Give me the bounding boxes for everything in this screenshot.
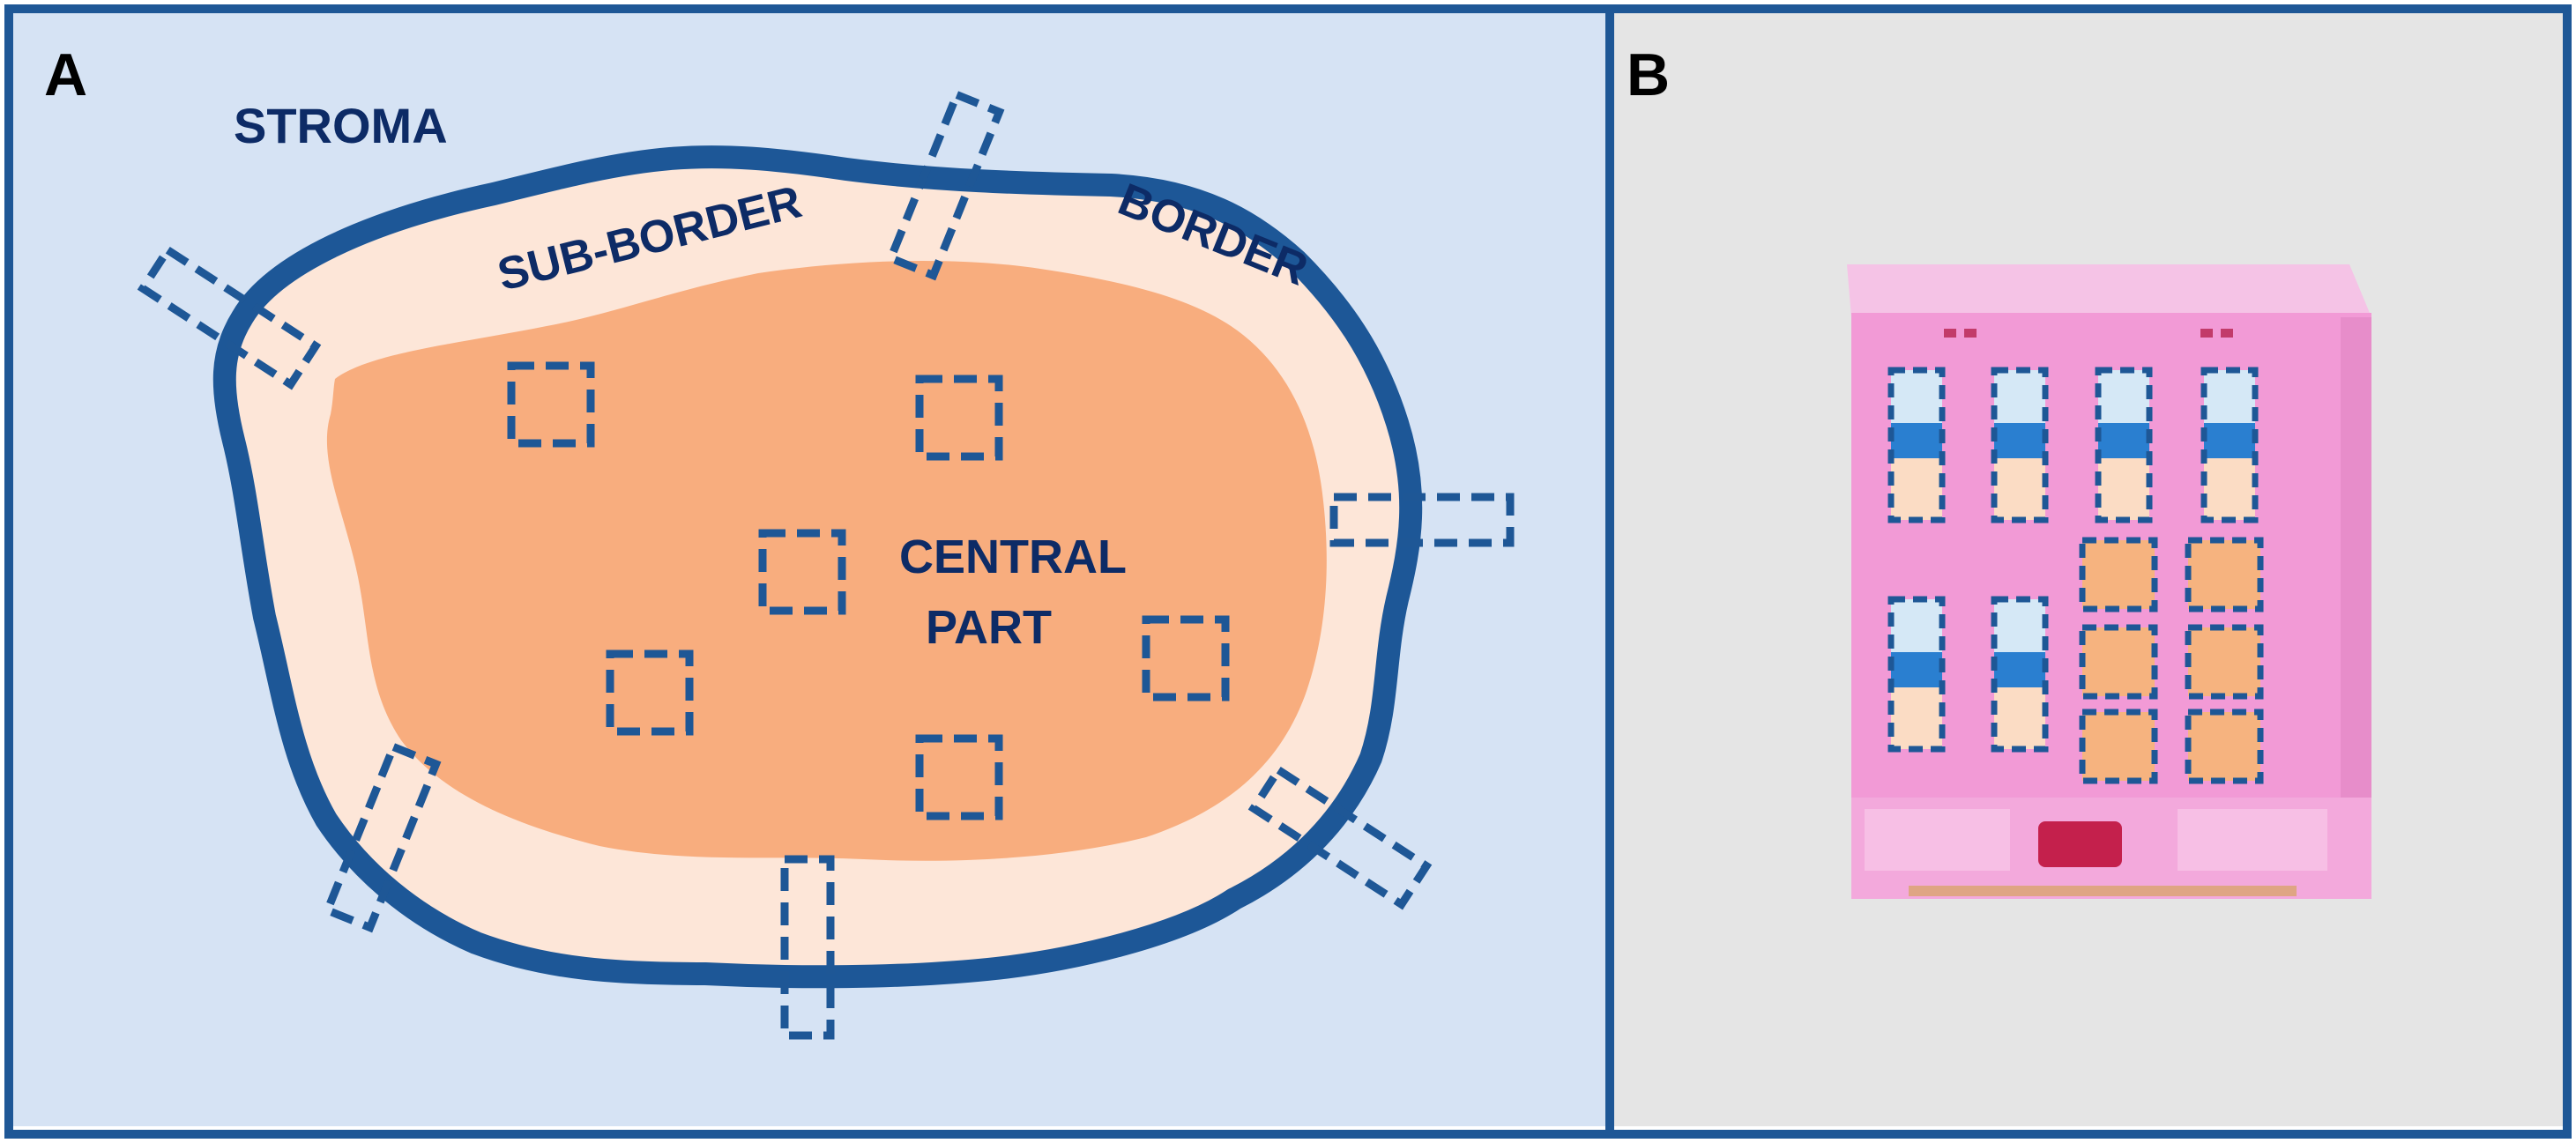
border-well-2 [1991, 367, 2049, 523]
sample-box-central-2 [915, 375, 1003, 461]
border-well-6 [1991, 596, 2049, 753]
sample-box-central-1 [507, 361, 595, 448]
panel-a: A STROMA SUB-BORDER BORDER CENTRAL PART [12, 12, 1606, 1126]
device-mark-4 [2221, 329, 2233, 338]
sample-box-central-3 [758, 529, 846, 615]
central-well-3 [2079, 624, 2158, 700]
sample-box-central-6 [915, 734, 1003, 820]
central-label: CENTRAL [899, 531, 1127, 583]
border-well-5 [1887, 596, 1946, 753]
device-top-face [1847, 264, 2371, 317]
device-mark-2 [1964, 329, 1977, 338]
device-mark-3 [2200, 329, 2213, 338]
sample-box-central-4 [1142, 615, 1230, 701]
central-well-1 [2079, 537, 2158, 612]
panel-b-letter: B [1627, 41, 1670, 108]
device-base-slot-left [1865, 809, 2010, 871]
central-well-5 [2079, 709, 2158, 784]
sample-box-central-5 [606, 649, 694, 736]
device-red-insert [2038, 821, 2122, 867]
sample-box-border-right [1329, 493, 1515, 547]
device-base-slot-right [2178, 809, 2327, 871]
stroma-label: STROMA [234, 98, 448, 153]
central-well-4 [2185, 624, 2264, 700]
central-well-6 [2185, 709, 2264, 784]
sample-box-border-bottom [780, 855, 835, 1040]
panel-a-letter: A [44, 41, 87, 108]
figure-frame [4, 4, 2572, 1139]
part-label: PART [926, 601, 1052, 654]
panel-b: B [1613, 12, 2564, 1126]
border-well-4 [2200, 367, 2259, 523]
sample-box-border-topleft [137, 244, 322, 390]
device-mark-1 [1944, 329, 1956, 338]
border-well-3 [2095, 367, 2153, 523]
sample-box-border-bottomright [1247, 764, 1433, 910]
central-well-2 [2185, 537, 2264, 612]
central-part-region [326, 260, 1327, 861]
device-base-edge [1909, 886, 2297, 896]
sample-holder-device [1847, 264, 2371, 899]
border-well-1 [1887, 367, 1946, 523]
